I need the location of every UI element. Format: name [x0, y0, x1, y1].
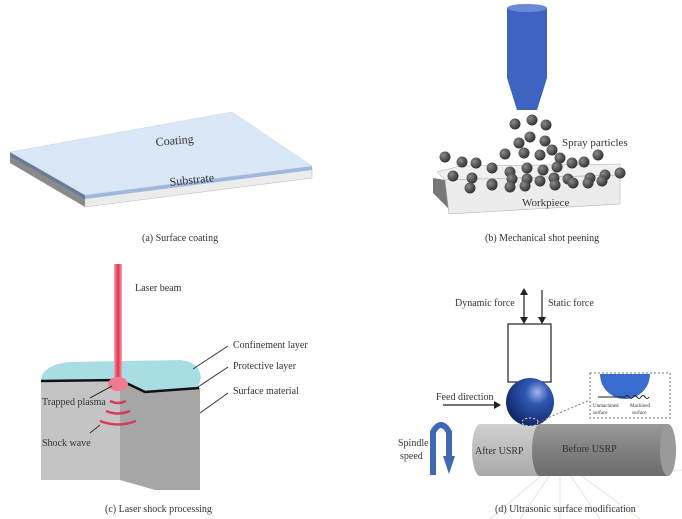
cylinder-after-usrp [472, 424, 540, 476]
caption-a: (a) Surface coating [142, 233, 218, 244]
unmachined-label-1: Unmachined [593, 404, 619, 409]
shock-wave-1 [109, 399, 127, 405]
caption-d: (d) Ultrasonic surface modification [495, 504, 636, 515]
spray-particle [578, 156, 590, 168]
trapped-plasma-label: Trapped plasma [42, 397, 106, 408]
substrate-left-face [10, 155, 85, 207]
spray-particle [534, 175, 546, 187]
panel-a-surface-coating: Coating Substrate (a) Surface coating [9, 111, 313, 244]
spray-particle [614, 167, 626, 179]
spray-particle [486, 179, 498, 191]
leader-plasma [89, 385, 113, 399]
spray-particle [456, 156, 468, 168]
spray-particle [534, 149, 546, 161]
protective-layer [40, 378, 200, 394]
speed-label: speed [400, 451, 423, 462]
spray-particle [537, 164, 549, 176]
spray-particle [546, 144, 558, 156]
spray-particle [596, 175, 608, 187]
laser-beam [114, 264, 122, 380]
panel-b-shot-peening: Spray particles Workpiece (b) Mechanical… [433, 4, 628, 244]
spray-particles-label: Spray particles [562, 137, 628, 149]
spray-particle [526, 114, 538, 126]
spray-particle [566, 157, 578, 169]
spray-particle [513, 137, 525, 149]
leader-shock [89, 424, 101, 434]
spindle-speed-arrow [430, 422, 452, 475]
workpiece-left [433, 178, 449, 209]
spray-particle [521, 162, 533, 174]
nozzle [507, 8, 547, 110]
laser-beam-label: Laser beam [135, 283, 182, 294]
spray-particle [592, 149, 604, 161]
after-usrp-label: After USRP [475, 446, 524, 457]
spray-particle [464, 182, 476, 194]
spindle-arrowhead [443, 456, 455, 474]
inset-ball [600, 374, 650, 399]
spray-particle [582, 177, 594, 189]
spray-particle [509, 118, 521, 130]
tool-holder [507, 323, 552, 383]
spray-particle [554, 152, 566, 164]
spray-particle [540, 119, 552, 131]
zoom-leader [537, 399, 591, 423]
workpiece-label: Workpiece [522, 197, 569, 209]
spray-particle [447, 170, 459, 182]
spray-particle [499, 148, 511, 160]
machined-label-1: Machined [630, 404, 650, 409]
spray-particle [470, 157, 482, 169]
leader-protective [197, 366, 229, 388]
spray-particle [539, 135, 551, 147]
surface-material-label: Surface material [233, 386, 299, 397]
static-force-label: Static force [548, 298, 594, 309]
caption-b: (b) Mechanical shot peening [485, 233, 599, 244]
shock-wave-3 [99, 419, 137, 426]
nozzle-top [507, 4, 547, 12]
spray-particle [549, 179, 561, 191]
rolling-ball [506, 378, 554, 426]
spray-particles [439, 114, 626, 194]
leader-confinement [192, 345, 229, 370]
spray-particle [551, 161, 563, 173]
trapped-plasma [108, 377, 128, 391]
spray-particle [518, 147, 530, 159]
surface-material-right [120, 380, 200, 490]
substrate-label: Substrate [169, 170, 215, 189]
unmachined-label-2: surface [593, 411, 608, 416]
dynamic-arrow-down [520, 317, 528, 324]
feed-direction-label: Feed direction [436, 392, 493, 403]
caption-c: (c) Laser shock processing [105, 504, 212, 515]
shock-wave-label: Shock wave [42, 438, 91, 449]
spray-particle [486, 162, 498, 174]
spray-particle [504, 181, 516, 193]
spindle-label: Spindle [398, 438, 429, 449]
coating-left-edge [10, 152, 85, 199]
static-arrow-down [538, 317, 546, 324]
coating-front-edge [85, 166, 312, 199]
machined-wave [624, 395, 650, 399]
panel-c-laser-shock: Laser beam Confinement layer Protective … [40, 264, 308, 515]
before-usrp-label: Before USRP [562, 444, 617, 455]
spray-particle [524, 131, 536, 143]
surface-material-left [41, 380, 120, 480]
leader-surface [199, 392, 229, 414]
coating-top-face [9, 111, 313, 196]
coating-label: Coating [155, 132, 194, 149]
machined-label-2: surface [632, 411, 647, 416]
panel-d-ultrasonic: Unmachined surface Machined surface Dyna… [398, 288, 682, 519]
spray-particle [567, 177, 579, 189]
dynamic-arrow-up [520, 288, 528, 295]
dynamic-force-label: Dynamic force [455, 298, 515, 309]
cylinder-before-usrp [532, 424, 668, 476]
confinement-layer-label: Confinement layer [233, 340, 308, 351]
shock-wave-2 [105, 409, 131, 415]
feed-arrowhead [494, 401, 501, 409]
cylinder-end [660, 424, 676, 476]
spray-particle [466, 172, 478, 184]
spray-particle [519, 180, 531, 192]
protective-layer-label: Protective layer [233, 361, 297, 372]
spray-particle [439, 151, 451, 163]
